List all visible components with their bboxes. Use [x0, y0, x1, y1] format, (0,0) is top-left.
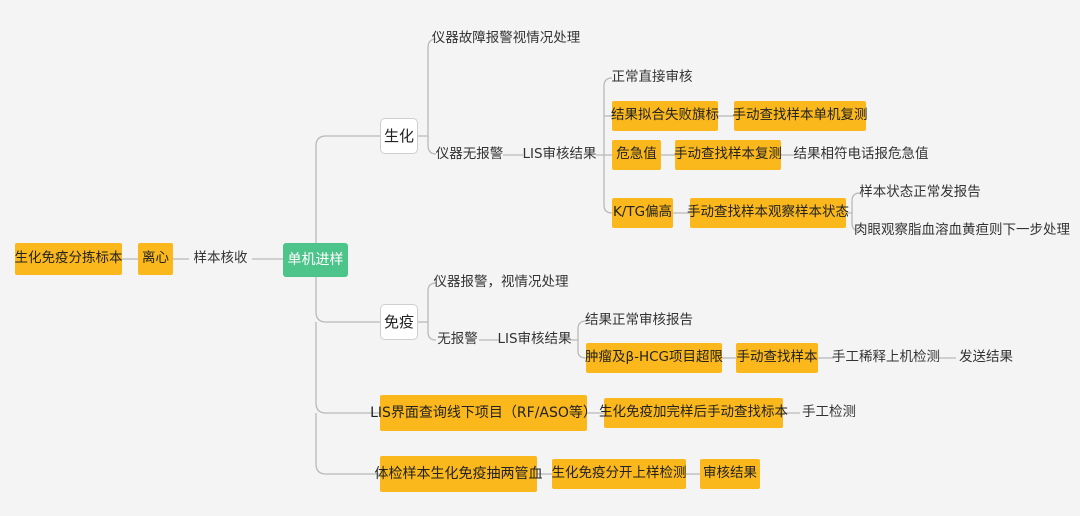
root-node[interactable]: 单机进样 [283, 243, 348, 277]
immuno-branch[interactable]: 免疫 [380, 304, 418, 340]
sort-samples-node[interactable]: 生化免疫分拣标本 [15, 243, 123, 275]
imm-normal-report-node[interactable]: 结果正常审核报告 [585, 312, 693, 329]
lis-offline-action-node[interactable]: 生化免疫加完样后手动查找标本 [599, 398, 788, 428]
bio-ktg-action-node[interactable]: 手动查找样本观察样本状态 [687, 198, 849, 228]
sample-check-node[interactable]: 样本核收 [193, 250, 248, 267]
physical-exam-branch[interactable]: 体检样本生化免疫抽两管血 [375, 456, 543, 492]
imm-find-sample-node[interactable]: 手动查找样本 [736, 343, 818, 373]
bio-fit-fail-action-node[interactable]: 手动查找样本单机复测 [733, 101, 868, 131]
imm-lis-review-node[interactable]: LIS审核结果 [497, 331, 572, 348]
imm-send-result-node[interactable]: 发送结果 [959, 349, 1013, 366]
lis-offline-query-branch[interactable]: LIS界面查询线下项目（RF/ASO等） [370, 395, 597, 431]
lis-offline-manual-node[interactable]: 手工检测 [802, 404, 856, 421]
bio-no-alarm-node[interactable]: 仪器无报警 [435, 146, 504, 163]
bio-state-normal-node[interactable]: 样本状态正常发报告 [859, 184, 981, 201]
bio-normal-review-node[interactable]: 正常直接审核 [611, 69, 693, 86]
bio-instrument-alarm-node[interactable]: 仪器故障报警视情况处理 [431, 30, 581, 47]
imm-instrument-alarm-node[interactable]: 仪器报警，视情况处理 [433, 274, 569, 291]
bio-critical-report-node[interactable]: 结果相符电话报危急值 [793, 146, 929, 163]
physical-exam-review-node[interactable]: 审核结果 [700, 459, 760, 489]
bio-ktg-high-node[interactable]: K/TG偏高 [612, 198, 673, 228]
bio-state-abnormal-node[interactable]: 肉眼观察脂血溶血黄疸则下一步处理 [854, 222, 1070, 239]
centrifuge-node[interactable]: 离心 [138, 243, 173, 275]
bio-lis-review-node[interactable]: LIS审核结果 [522, 146, 597, 163]
bio-critical-node[interactable]: 危急值 [612, 140, 661, 170]
biochem-branch[interactable]: 生化 [380, 118, 418, 154]
bio-fit-fail-node[interactable]: 结果拟合失败旗标 [611, 101, 719, 131]
imm-manual-dilute-node[interactable]: 手工稀释上机检测 [832, 349, 940, 366]
physical-exam-split-node[interactable]: 生化免疫分开上样检测 [552, 459, 687, 489]
bio-critical-action-node[interactable]: 手动查找样本复测 [674, 140, 782, 170]
imm-no-alarm-node[interactable]: 无报警 [437, 331, 478, 348]
imm-tumor-hcg-node[interactable]: 肿瘤及β-HCG项目超限 [585, 343, 723, 373]
